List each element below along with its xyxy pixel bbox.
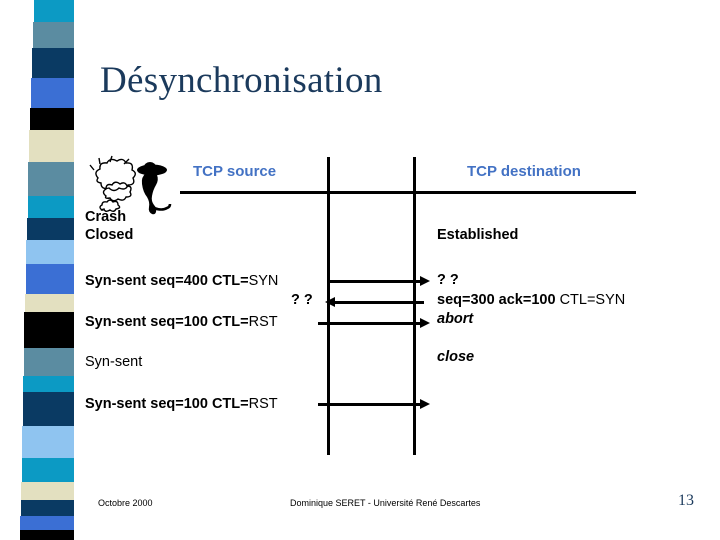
message-syn-sent-seq400-flag: SYN (248, 273, 279, 289)
arrow-rst-to-destination-head (420, 318, 430, 328)
stripe-teal (34, 0, 74, 22)
stripe-slate-2 (28, 162, 74, 196)
stripe-black-3 (20, 530, 74, 540)
message-syn-sent-seq400-bold: Syn-sent seq=400 CTL= (85, 273, 249, 289)
arrow-syn-response-to-source-head (325, 297, 335, 307)
message-syn-sent-seq100-first-bold: Syn-sent seq=100 CTL= (85, 314, 249, 330)
stripe-navy (32, 48, 74, 78)
stripe-lightblue-2 (22, 426, 74, 458)
column-header-tcp-source: TCP source (193, 163, 277, 180)
arrow-syn-response-to-source-line (334, 301, 424, 304)
stripe-teal-4 (22, 458, 74, 482)
column-header-tcp-destination: TCP destination (467, 163, 581, 180)
header-separator-line (180, 191, 636, 194)
message-syn-sent-seq100-first-flag: RST (248, 314, 278, 330)
state-crash: Crash (85, 209, 127, 225)
arrow-rst-to-destination-line (318, 322, 422, 325)
state-closed: Closed (85, 227, 134, 243)
stripe-royal-3 (20, 516, 74, 530)
message-syn-sent-seq100-second-flag: RST (248, 396, 278, 412)
crash-explosion-figure-icon (84, 148, 184, 228)
message-syn-sent-seq100-second: Syn-sent seq=100 CTL=RST (85, 395, 278, 413)
page-title: Désynchronisation (100, 60, 383, 101)
stripe-royal (31, 78, 74, 108)
timeline-destination-axis (413, 157, 416, 455)
arrow-rst-final-to-destination-head (420, 399, 430, 409)
stripe-cream (29, 130, 74, 162)
stripe-navy-4 (21, 500, 74, 516)
message-syn-sent-seq400: Syn-sent seq=400 CTL=SYN (85, 272, 278, 290)
message-seq300-ack100-flag: CTL=SYN (559, 292, 626, 308)
stripe-black-2 (24, 312, 74, 348)
arrow-rst-final-to-destination-line (318, 403, 422, 406)
footer-author: Dominique SERET - Université René Descar… (290, 498, 481, 508)
decorative-stripe-band (0, 0, 90, 540)
event-abort: abort (437, 311, 474, 327)
stripe-lightblue (26, 240, 74, 264)
stripe-teal-3 (23, 376, 74, 392)
page-number: 13 (678, 492, 694, 509)
stripe-royal-2 (26, 264, 74, 294)
arrow-syn-400-to-destination-head (420, 276, 430, 286)
state-established: Established (437, 227, 519, 243)
stripe-black (30, 108, 74, 130)
message-syn-sent-seq100-second-bold: Syn-sent seq=100 CTL= (85, 396, 249, 412)
stripe-slate (33, 22, 74, 48)
stripe-teal-2 (28, 196, 74, 218)
message-seq300-ack100-bold: seq=300 ack=100 (437, 292, 560, 308)
stripe-cream-2 (25, 294, 74, 312)
stripe-navy-3 (23, 392, 74, 426)
destination-question-marks: ? ? (437, 272, 459, 288)
stripe-navy-2 (27, 218, 74, 240)
stripe-cream-3 (21, 482, 74, 500)
message-syn-sent-seq100-first: Syn-sent seq=100 CTL=RST (85, 313, 278, 331)
event-close: close (437, 349, 475, 365)
source-question-marks: ? ? (291, 292, 313, 308)
footer-date: Octobre 2000 (98, 498, 153, 508)
state-syn-sent: Syn-sent (85, 354, 143, 370)
stripe-slate-3 (24, 348, 74, 376)
message-seq300-ack100: seq=300 ack=100 CTL=SYN (437, 291, 625, 309)
arrow-syn-400-to-destination-line (327, 280, 422, 283)
